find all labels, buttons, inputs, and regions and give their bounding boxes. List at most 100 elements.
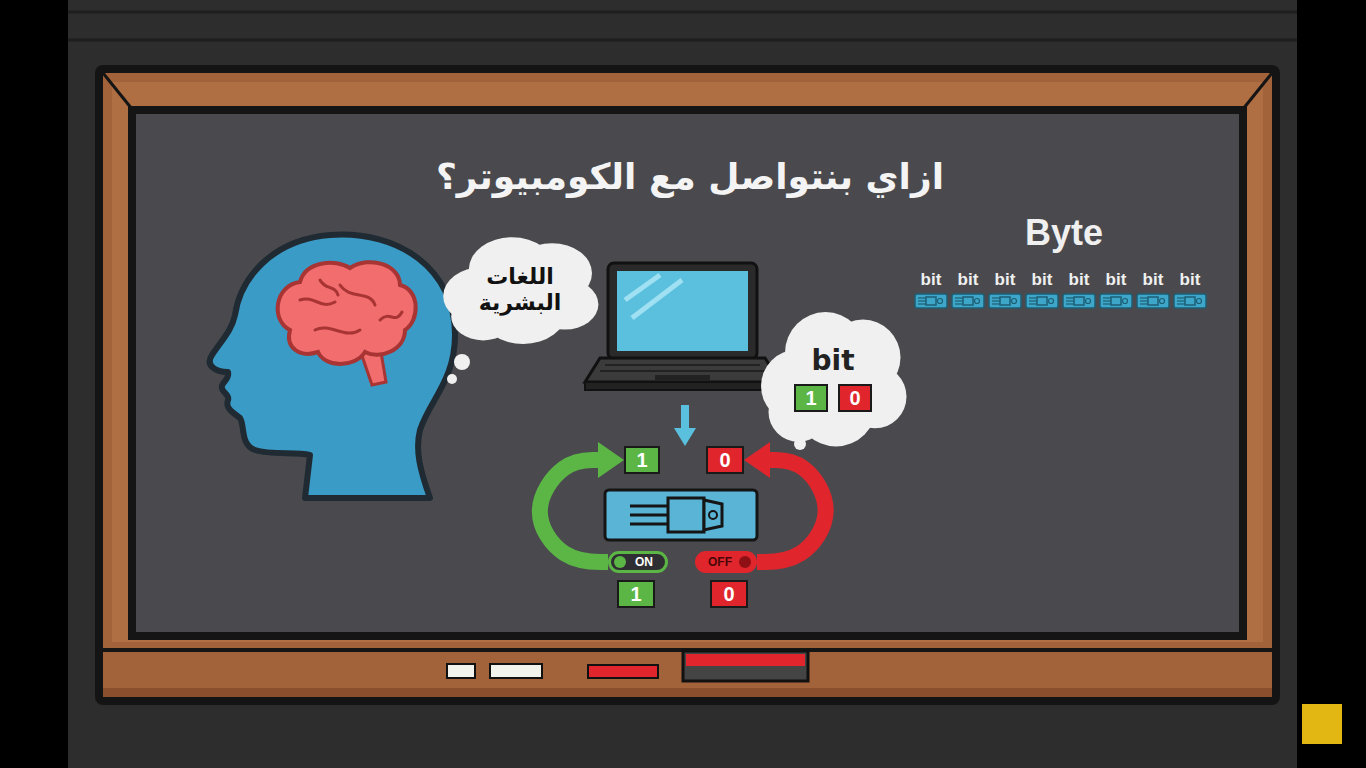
node-text: 0 — [849, 388, 860, 408]
transistor-chip — [668, 498, 704, 532]
brain — [278, 262, 416, 385]
node-text: 1 — [805, 388, 816, 408]
thought-bubble-dots — [447, 354, 806, 450]
laptop — [600, 370, 765, 372]
flow-arrow — [757, 460, 826, 562]
channel-logo — [1302, 704, 1342, 744]
bit-chip-icons — [1174, 294, 1206, 308]
bit-label: bit — [995, 270, 1016, 290]
bit-chip-icons — [1100, 294, 1132, 308]
node-text: OFF — [708, 556, 744, 568]
bit-box: 0 — [710, 580, 748, 608]
chalk-pieces — [686, 654, 805, 666]
bit-label: bit — [1143, 270, 1164, 290]
chalkboard-frame — [103, 650, 1272, 690]
laptop — [625, 275, 660, 300]
cloud-shape — [758, 303, 908, 454]
node-text: 1 — [630, 584, 641, 604]
cloud-puff — [769, 381, 829, 441]
toggle-knob — [614, 556, 626, 568]
laptop — [617, 271, 748, 351]
head-silhouette — [210, 235, 455, 498]
chalkboard-frame — [103, 73, 136, 114]
transistor-chip — [709, 511, 717, 519]
bit-label: bit — [1106, 270, 1127, 290]
bit-chip-icons — [915, 294, 1206, 308]
chalkboard-frame — [103, 688, 1272, 697]
laptop — [655, 375, 710, 380]
bit-label: bit — [1180, 270, 1201, 290]
node-text: 0 — [723, 584, 734, 604]
chalk-pieces — [447, 651, 808, 681]
laptop — [632, 280, 682, 318]
byte-heading: Byte — [1025, 212, 1103, 254]
bit-label: bit — [921, 270, 942, 290]
brain — [278, 262, 416, 364]
bit-chip-icons — [915, 294, 947, 308]
bit-chip-icons — [989, 294, 1021, 308]
toggle-switch: OFF — [695, 551, 757, 573]
thought-bubble-dots — [447, 374, 457, 384]
chalkboard-frame — [95, 65, 1280, 705]
node-text: 1 — [636, 450, 647, 470]
laptop — [585, 382, 780, 390]
toggle-switch: ON — [608, 551, 668, 573]
backdrop — [68, 39, 1297, 42]
down-arrow — [674, 405, 696, 446]
node-text: bit — [758, 344, 908, 378]
node-text: اللغات البشرية — [463, 264, 578, 317]
transistor-chip — [704, 500, 722, 530]
chalkboard-frame — [112, 82, 1263, 642]
backdrop — [68, 11, 1297, 14]
node-text: ON — [623, 556, 653, 568]
bit-label: bit — [1032, 270, 1053, 290]
laptop — [585, 263, 780, 390]
channel-logo — [1302, 704, 1342, 744]
chalk-pieces — [490, 664, 542, 678]
head-silhouette — [210, 235, 455, 498]
brain — [300, 280, 402, 333]
transistor-chip — [605, 490, 757, 540]
chalkboard-frame — [136, 114, 1239, 632]
laptop — [585, 358, 780, 382]
bit-box: 1 — [624, 446, 660, 474]
title: ازاي بنتواصل مع الكومبيوتر؟ — [436, 156, 944, 197]
bit-chip-icons — [1026, 294, 1058, 308]
chalkboard-frame — [1239, 73, 1272, 114]
bit-label: bit — [1069, 270, 1090, 290]
chalkboard-frame — [103, 73, 1272, 697]
laptop — [608, 263, 757, 359]
toggle-knob — [739, 556, 751, 568]
transistor-chip — [605, 490, 757, 540]
transistor-chip — [630, 523, 668, 526]
bit-box: 1 — [617, 580, 655, 608]
node-text: 0 — [719, 450, 730, 470]
chalk-pieces — [683, 651, 808, 681]
chalk-pieces — [447, 664, 475, 678]
chalkboard-frame — [128, 106, 1247, 640]
thought-cloud: bit 1 0 — [758, 303, 908, 454]
transistor-chip — [630, 514, 668, 517]
chalk-pieces — [588, 665, 658, 678]
bit-chip-icons — [1063, 294, 1095, 308]
flow-arrow — [540, 460, 608, 562]
laptop — [605, 364, 760, 366]
bit-box: 0 — [838, 384, 872, 412]
backdrop — [0, 0, 68, 768]
cloud-puff — [785, 330, 881, 427]
backdrop — [1297, 0, 1366, 768]
down-arrow — [674, 405, 696, 446]
bit-chip-icons — [952, 294, 984, 308]
chalkboard-frame — [95, 65, 1280, 705]
thought-bubble-dots — [454, 354, 470, 370]
transistor-chip — [630, 505, 668, 508]
bit-chip-icons — [1137, 294, 1169, 308]
thought-cloud: اللغات البشرية — [440, 230, 600, 350]
bit-box: 0 — [706, 446, 744, 474]
